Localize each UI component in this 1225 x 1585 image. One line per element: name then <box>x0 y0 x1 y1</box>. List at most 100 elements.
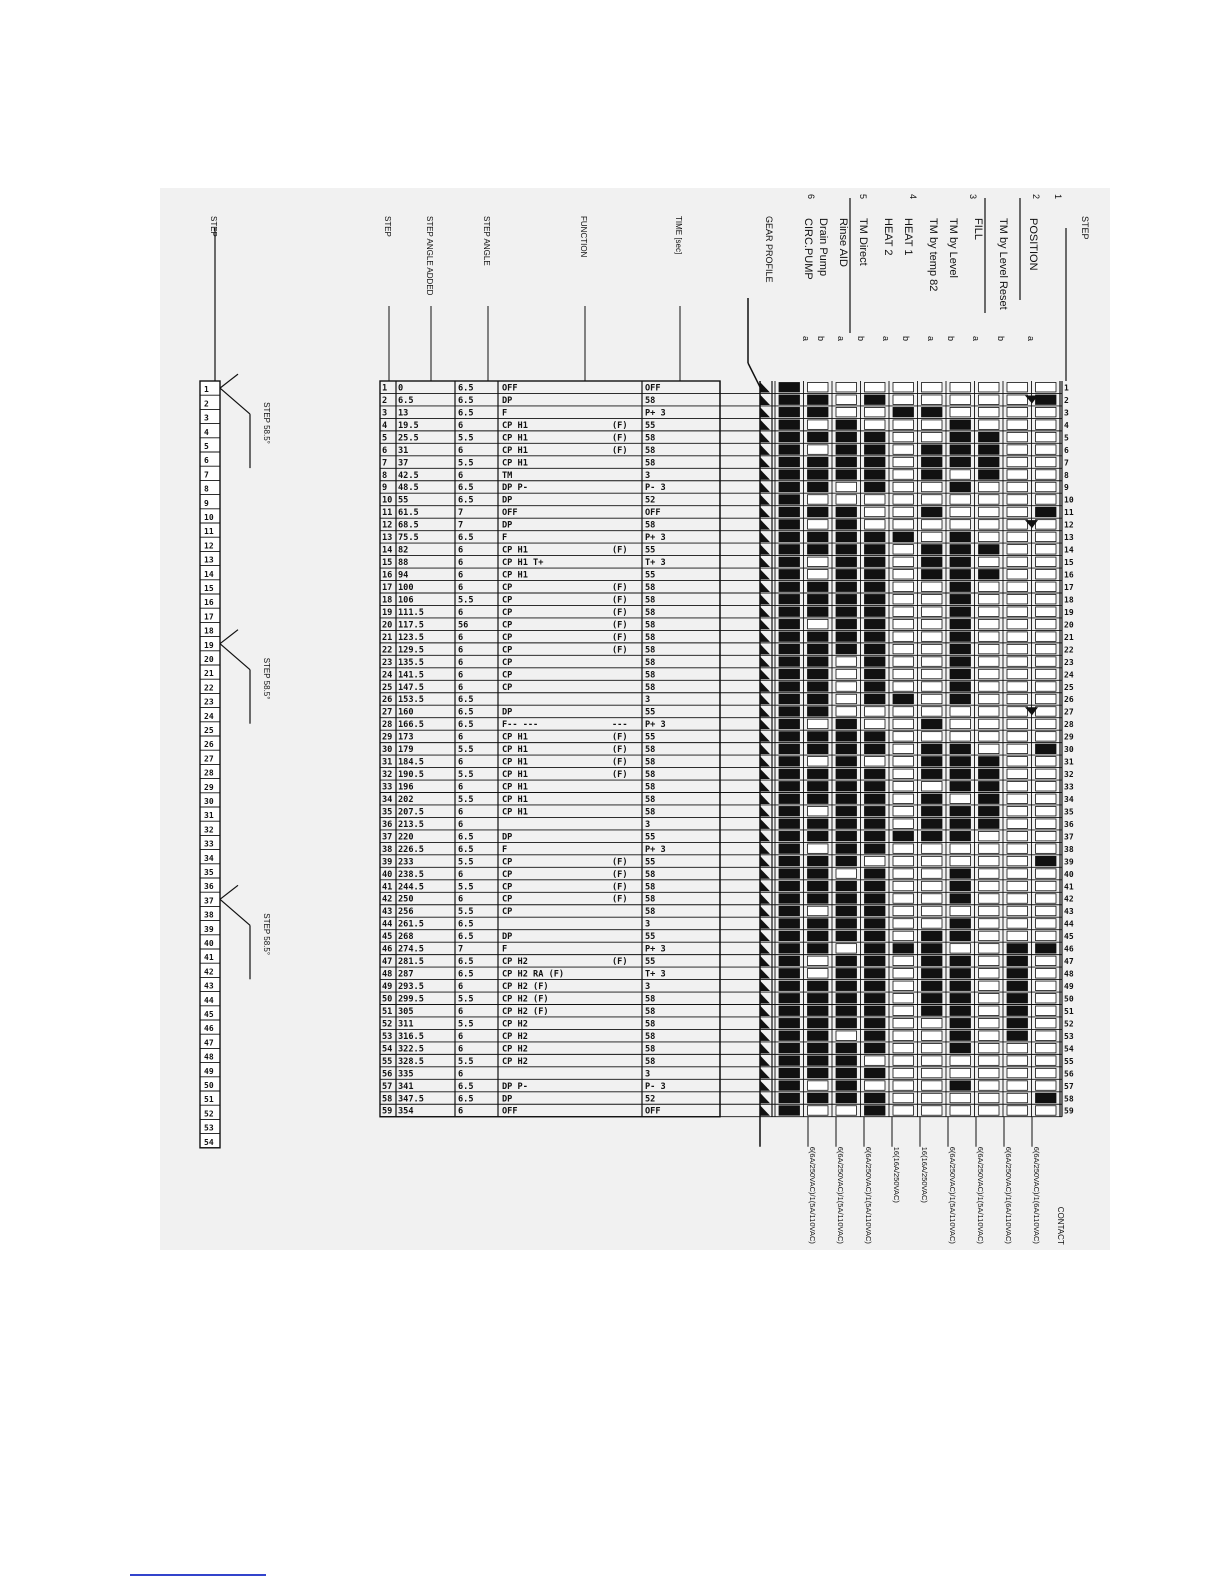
contact-cell-on <box>807 407 829 418</box>
contact-cell-off <box>949 855 971 867</box>
contact-cell-on <box>949 693 971 705</box>
contact-cell-off <box>892 519 914 530</box>
contact-cell-on <box>835 506 857 518</box>
contact-cell-on <box>949 818 971 829</box>
contact-cell-on <box>921 1005 943 1016</box>
contact-cell-on <box>778 1043 800 1054</box>
cell-time: 58 <box>645 670 655 680</box>
contact-cell-off <box>1006 569 1028 580</box>
contact-cell-off <box>1006 793 1028 804</box>
contact-cell-on <box>835 918 857 929</box>
contact-cell-off <box>892 631 914 642</box>
contact-cell-on <box>807 656 829 667</box>
contact-cell-off <box>807 1080 829 1091</box>
contact-cell-off <box>949 519 971 530</box>
contact-cell-off <box>1035 606 1057 617</box>
cell-step-angle-added: 61.5 <box>398 508 419 518</box>
contact-cell-on <box>778 905 800 917</box>
ruler-step-number: 36 <box>204 882 214 891</box>
contact-cell-on <box>835 581 857 592</box>
cell-function-flag: (F) <box>612 957 628 967</box>
gear-tooth <box>760 868 770 879</box>
cell-time: 55 <box>645 708 655 718</box>
contact-cell-on <box>778 781 800 792</box>
contact-cell-off <box>892 968 914 979</box>
cell-function-flag: (F) <box>612 645 628 655</box>
right-step-number: 13 <box>1064 533 1074 542</box>
contact-cell-off <box>921 581 943 592</box>
contact-cell-off <box>1006 531 1028 543</box>
contact-cell-off <box>892 668 914 680</box>
gear-tooth <box>760 569 770 580</box>
contact-cell-off <box>1035 531 1057 543</box>
contact-cell-off <box>892 793 914 804</box>
contact-cell-off <box>978 1043 1000 1054</box>
cell-step-angle: 6 <box>458 658 463 668</box>
cell-step: 32 <box>382 770 392 780</box>
cell-function: F <box>502 408 507 418</box>
cell-function-flag: (F) <box>612 421 628 431</box>
contact-cell-off <box>949 793 971 804</box>
contact-cell-on <box>949 681 971 692</box>
cell-step-angle: 5.5 <box>458 907 474 917</box>
cell-step: 9 <box>382 483 387 493</box>
contact-cell-on <box>778 1092 800 1104</box>
cell-time: 55 <box>645 733 655 743</box>
contact-cell-off <box>1006 606 1028 617</box>
contact-cell-off <box>892 918 914 929</box>
contact-cell-off <box>978 718 1000 730</box>
footer-link-underline[interactable] <box>130 1574 266 1576</box>
contact-cell-on <box>778 643 800 655</box>
gear-tooth <box>760 843 770 854</box>
cell-step-angle: 6.5 <box>458 408 474 418</box>
contact-cell-off <box>864 1080 886 1091</box>
ruler-marker: STEP 58.5° <box>219 373 271 469</box>
contact-cell-on <box>864 843 886 854</box>
contact-cell-on <box>807 818 829 829</box>
ruler-step-number: 12 <box>204 541 214 550</box>
contact-cell-on <box>807 831 829 842</box>
contact-cell-off <box>835 706 857 717</box>
cell-step: 43 <box>382 907 392 917</box>
contact-cell-off <box>892 643 914 655</box>
contact-cell-on <box>807 594 829 605</box>
cell-function-flag: (F) <box>612 870 628 880</box>
contact-cell-on <box>807 506 829 518</box>
contact-cell-off <box>978 1055 1000 1066</box>
cell-step-angle-added: 31 <box>398 446 408 456</box>
cell-step-angle: 6.5 <box>458 533 474 543</box>
right-step-number: 35 <box>1064 807 1074 816</box>
contact-cell-off <box>1006 706 1028 717</box>
contact-cell-on <box>778 631 800 642</box>
contact-cell-off <box>1006 619 1028 630</box>
cell-step-angle-added: 226.5 <box>398 845 424 855</box>
right-step-number: 12 <box>1064 521 1074 530</box>
contact-cell-on <box>807 1067 829 1079</box>
cell-step-angle-added: 207.5 <box>398 807 424 817</box>
cell-step-angle-added: 25.5 <box>398 433 419 443</box>
contact-cell-off <box>864 519 886 530</box>
cell-step: 7 <box>382 458 387 468</box>
right-step-number: 34 <box>1064 795 1074 804</box>
contact-cell-on <box>1035 394 1057 405</box>
cell-step: 8 <box>382 471 387 481</box>
ruler-step-number: 49 <box>204 1067 214 1076</box>
contact-cell-off <box>892 594 914 605</box>
cell-step-angle-added: 82 <box>398 546 408 556</box>
cell-step-angle-added: 220 <box>398 832 414 842</box>
cell-step-angle-added: 341 <box>398 1082 414 1092</box>
contact-cell-on <box>778 843 800 854</box>
cell-step: 37 <box>382 832 392 842</box>
cell-step-angle: 6 <box>458 733 463 743</box>
cell-step-angle: 5.5 <box>458 433 474 443</box>
cell-function-flag: (F) <box>612 895 628 905</box>
contact-cell-on <box>978 456 1000 468</box>
ruler-step-number: 16 <box>204 598 214 607</box>
contact-cell-off <box>921 394 943 405</box>
cell-step: 38 <box>382 845 392 855</box>
